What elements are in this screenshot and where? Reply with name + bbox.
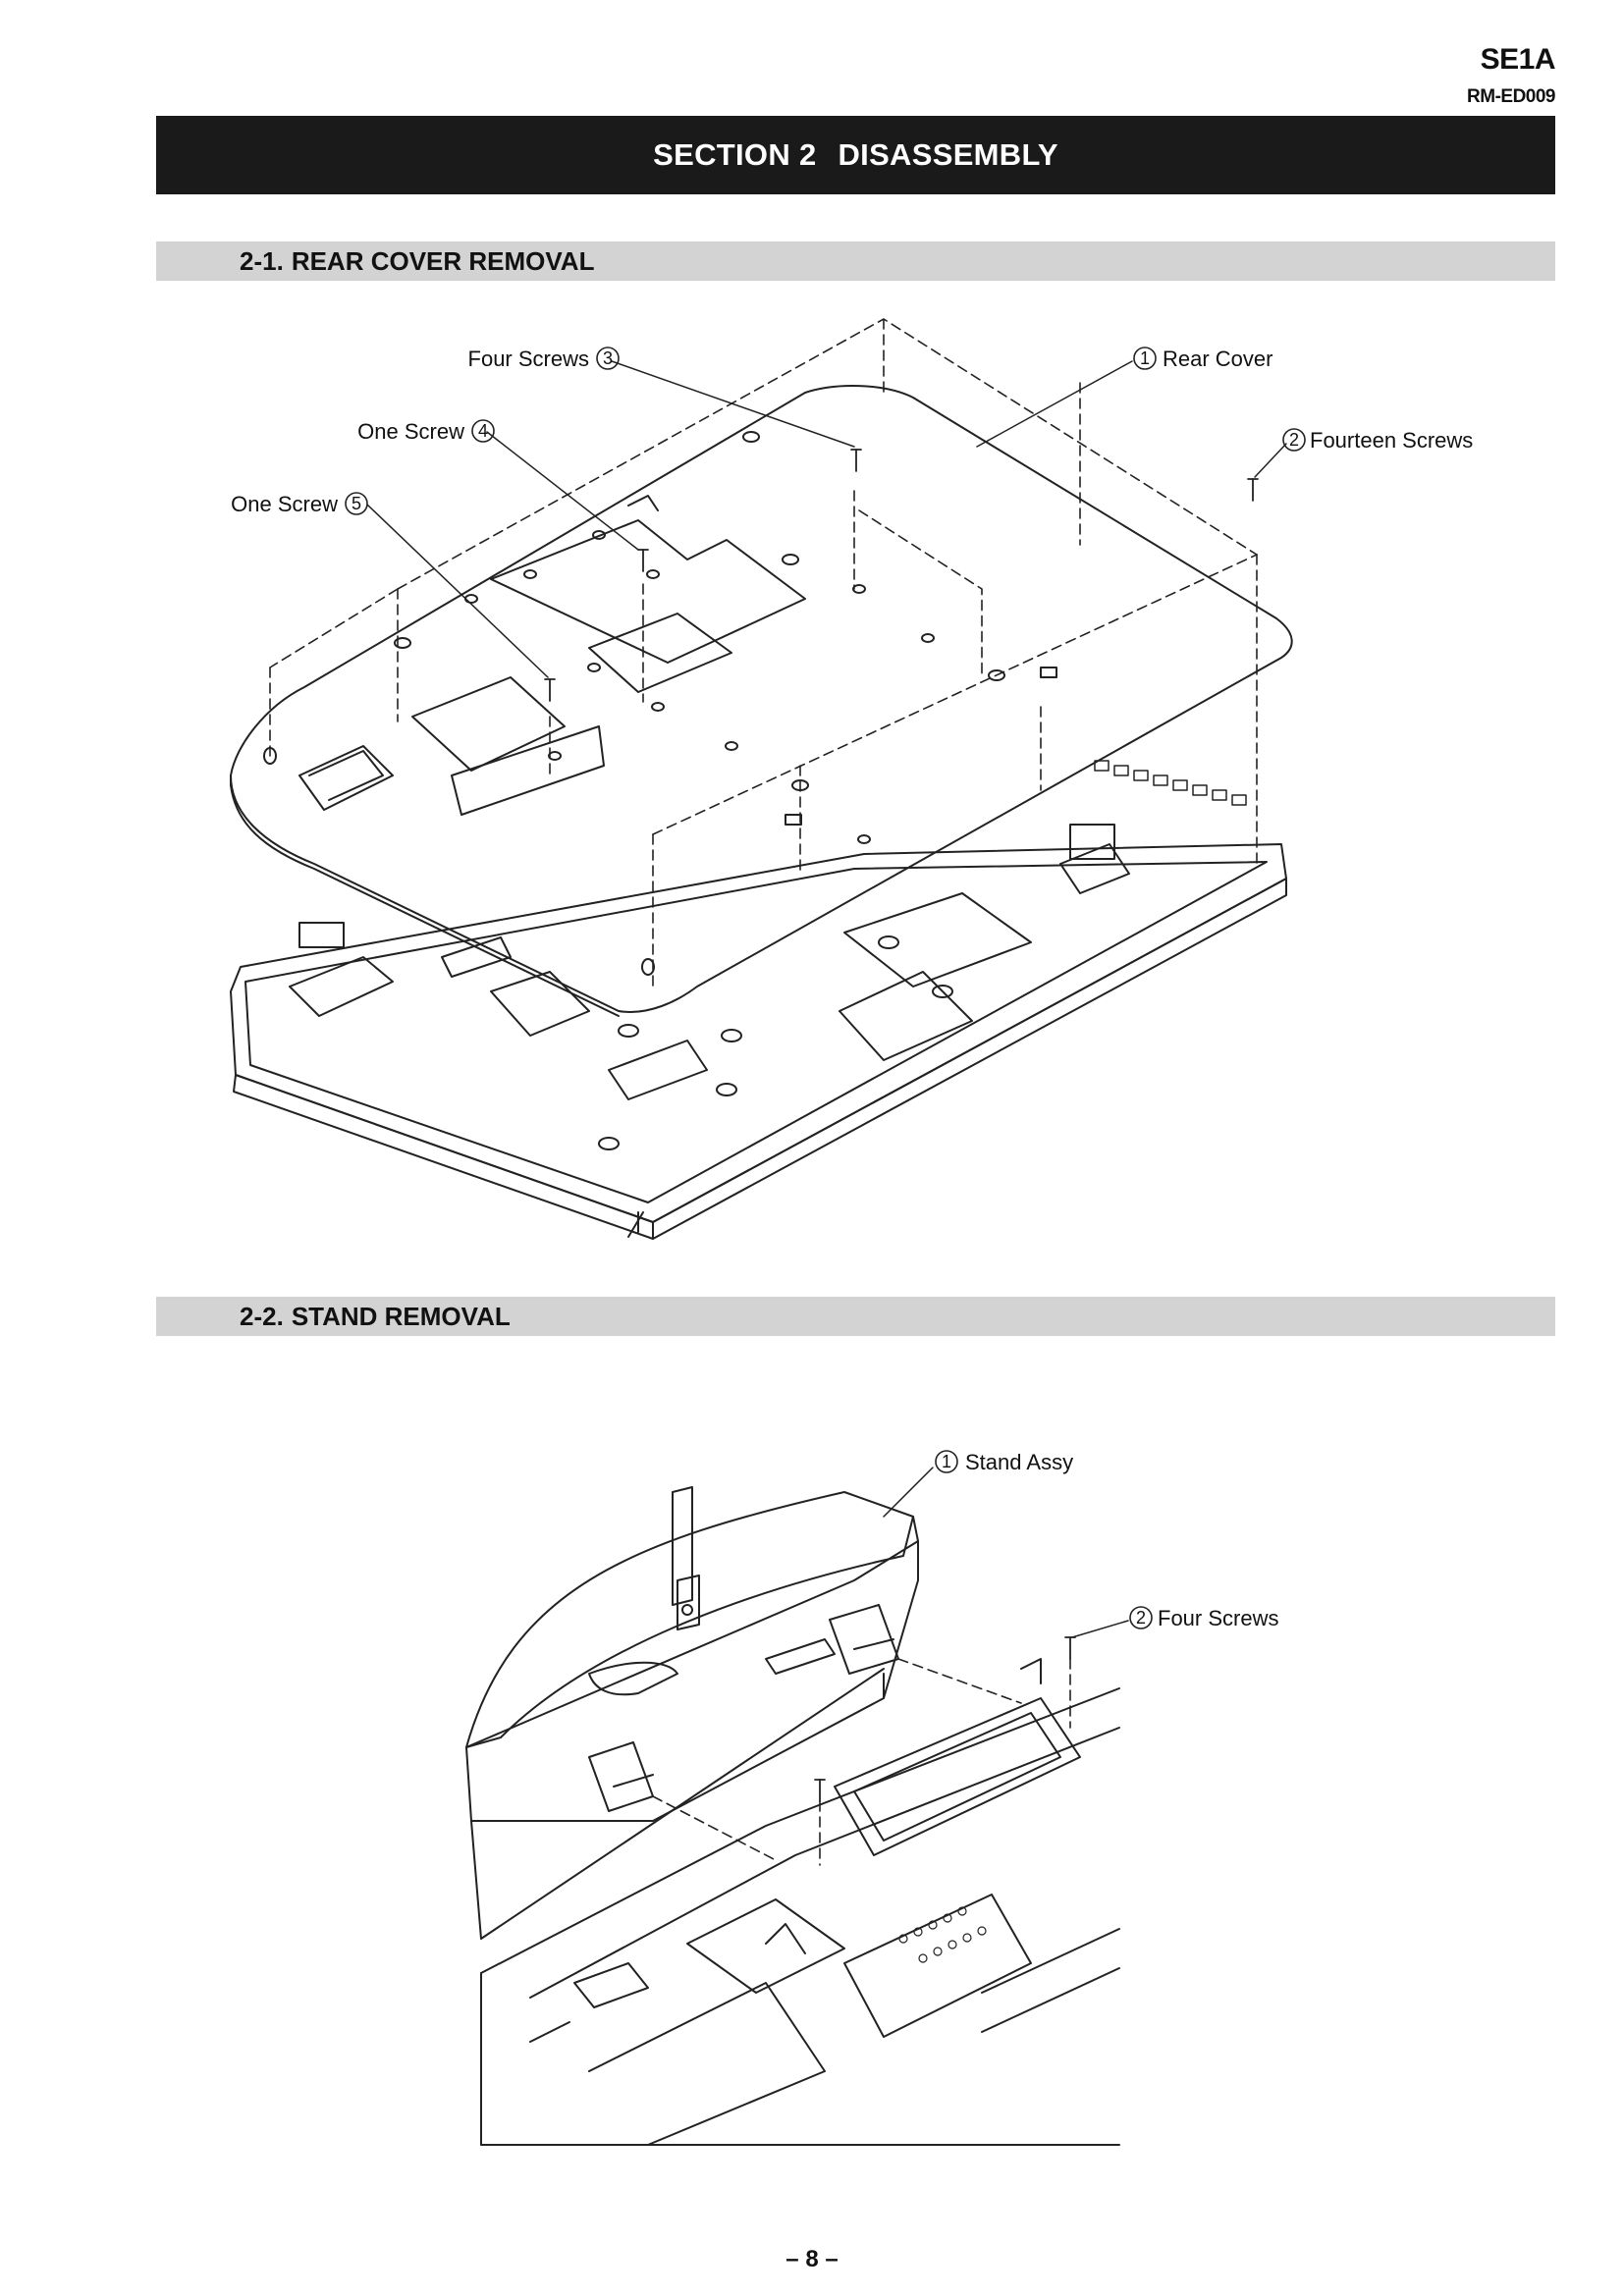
subsection-header-rear-cover: 2-1. REAR COVER REMOVAL: [156, 241, 1555, 281]
callout-label: Stand Assy: [965, 1450, 1073, 1474]
callout-label: Four Screws: [1158, 1606, 1278, 1630]
section-number: SECTION 2: [653, 137, 817, 172]
stand-assy-drawing: [465, 1486, 919, 1940]
alignment-lines: [269, 318, 1258, 992]
callout-index: 2: [1136, 1608, 1146, 1628]
rear-cover-drawing: [230, 385, 1293, 1017]
stand-callout-labels: 1 Stand Assy 2 Four Screws: [942, 1450, 1278, 1630]
callout-label: One Screw: [357, 419, 464, 444]
document-number: RM-ED009: [1467, 86, 1555, 107]
callout-index: 3: [603, 348, 613, 368]
callout-label: Rear Cover: [1163, 347, 1272, 371]
callout-index: 1: [942, 1452, 951, 1471]
stand-callout-circles: [935, 1450, 1153, 1629]
stand-screw-icons: [814, 1636, 1076, 1802]
callout-index: 5: [352, 494, 361, 513]
section-header: SECTION 2 DISASSEMBLY: [156, 116, 1555, 194]
rear-cover-callout-labels: Four Screws 3 One Screw 4 One Screw 5 1 …: [231, 347, 1473, 516]
subsection-title: STAND REMOVAL: [291, 1301, 511, 1331]
subsection-header-stand: 2-2. STAND REMOVAL: [156, 1297, 1555, 1336]
screw-icons: [544, 449, 1259, 702]
stand-diagram: [465, 1450, 1153, 2146]
callout-index: 4: [478, 421, 488, 441]
callout-label: Four Screws: [468, 347, 589, 371]
section-title: DISASSEMBLY: [838, 137, 1058, 172]
base-chassis-drawing: [480, 1658, 1120, 2146]
stand-alignment-lines: [652, 1658, 1071, 1866]
rear-cover-diagram: [230, 318, 1306, 1240]
leader-lines: [366, 360, 1287, 678]
callout-label: Fourteen Screws: [1310, 428, 1473, 453]
subsection-number: 2-2.: [240, 1301, 284, 1331]
stand-leader-lines: [883, 1467, 1129, 1638]
callout-index: 1: [1140, 348, 1150, 368]
subsection-number: 2-1.: [240, 245, 284, 276]
model-code: SE1A: [1480, 43, 1556, 76]
page-number: – 8 –: [785, 2246, 839, 2272]
chassis-drawing: [230, 760, 1287, 1240]
callout-label: One Screw: [231, 492, 338, 516]
callout-index: 2: [1289, 430, 1299, 450]
subsection-title: REAR COVER REMOVAL: [291, 245, 595, 276]
callout-circles: [345, 347, 1306, 515]
